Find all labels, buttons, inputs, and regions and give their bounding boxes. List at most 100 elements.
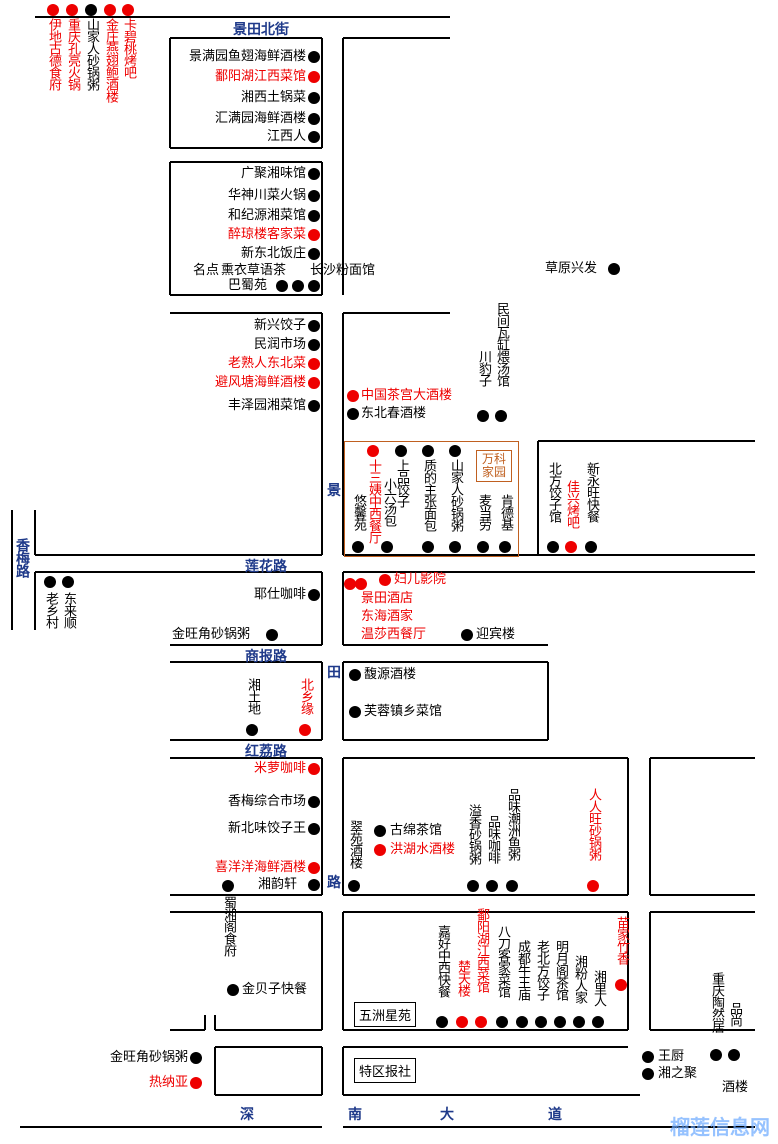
place-laoshuren[interactable]: 老熟人东北菜 [227, 356, 306, 371]
place-poyanghu-1[interactable]: 鄱阳湖江西菜馆 [214, 69, 306, 84]
place-youxinyuan[interactable]: 悠馨苑 [351, 494, 366, 530]
place-maidanglao[interactable]: 麦当劳 [476, 494, 491, 530]
street-lines [11, 16, 755, 1128]
place-xunyicao[interactable]: 熏衣草语茶 [221, 263, 287, 278]
place-minjian[interactable]: 民间瓦缸煨汤馆 [494, 302, 509, 386]
place-pinwei-chaozhou[interactable]: 品味潮洲鱼粥 [505, 788, 520, 860]
place-kabi[interactable]: 卡碧桃烤吧 [121, 18, 136, 78]
place-yingbinlou[interactable]: 迎宾楼 [476, 627, 516, 642]
place-laoxiangcun[interactable]: 老乡村 [43, 592, 58, 628]
place-jiangxiren[interactable]: 江西人 [266, 129, 306, 144]
place-shisanyi[interactable]: 十三姨中西餐厅 [366, 459, 381, 543]
place-yeshi[interactable]: 耶仕咖啡 [253, 587, 306, 602]
vanke-complex-outline [344, 441, 519, 557]
place-poyanghu-2[interactable]: 鄱阳湖江西菜馆 [474, 908, 489, 992]
place-chuanbaozi[interactable]: 川豹子 [476, 350, 491, 386]
place-xinxing[interactable]: 新兴饺子 [253, 318, 306, 333]
place-bifengtang[interactable]: 避风塘海鲜酒楼 [214, 375, 306, 390]
place-xiangfen[interactable]: 湘粉人家 [572, 955, 587, 1003]
place-changsha[interactable]: 长沙粉面馆 [310, 263, 376, 278]
place-jingtian-hotel[interactable]: 景田酒店 [361, 591, 414, 606]
place-xiyangyang[interactable]: 喜洋洋海鲜酒楼 [214, 860, 306, 875]
watermark: 榴莲信息网 [670, 1115, 770, 1139]
place-bashuyuan[interactable]: 巴蜀苑 [228, 278, 268, 293]
place-huimanyuan[interactable]: 汇满园海鲜酒楼 [214, 111, 306, 126]
place-jinbeizi[interactable]: 金贝子快餐 [242, 982, 308, 997]
place-huashen[interactable]: 华神川菜火锅 [227, 188, 306, 203]
place-jinzhuang[interactable]: 金庄燕翅鲍酒楼 [103, 18, 118, 102]
place-beifang-jiaozi[interactable]: 北方饺子馆 [546, 462, 561, 522]
place-shanjiaren-2[interactable]: 山家人砂锅粥 [448, 459, 463, 531]
place-renrenwang[interactable]: 人人旺砂锅粥 [586, 788, 601, 860]
place-jiulou[interactable]: 酒楼 [722, 1080, 749, 1095]
place-guangju[interactable]: 广聚湘味馆 [240, 166, 306, 181]
place-donghai[interactable]: 东海酒家 [361, 609, 414, 624]
place-tequbaoshe[interactable]: 特区报社 [354, 1058, 417, 1083]
street-shennan-4: 道 [548, 1107, 562, 1123]
place-mingdian[interactable]: 名点 [193, 263, 220, 278]
place-xiangliren[interactable]: 湘里人 [591, 970, 606, 1006]
place-zhongguo-chagong[interactable]: 中国茶宫大酒楼 [361, 388, 453, 403]
place-gumian[interactable]: 古绵茶馆 [390, 823, 443, 838]
street-jingtian-1: 景 [327, 483, 341, 499]
place-hejiyuan[interactable]: 和纪源湘菜馆 [227, 208, 306, 223]
place-chengdu[interactable]: 成都牛王庙 [515, 940, 530, 1000]
place-xiaoliu[interactable]: 小六汤包 [381, 478, 396, 526]
place-shangpin[interactable]: 上品饺子 [394, 459, 409, 507]
place-xiangyunxuan[interactable]: 湘韵轩 [258, 877, 298, 892]
street-jingtian-north: 景田北街 [233, 22, 289, 38]
place-wangchu[interactable]: 王厨 [658, 1049, 685, 1064]
place-jinwangjiao-1[interactable]: 金旺角砂锅粥 [172, 627, 251, 642]
place-caoyuan[interactable]: 草原兴发 [545, 261, 598, 276]
place-zhide[interactable]: 质的主张面包 [421, 459, 436, 531]
place-pinshang[interactable]: 品尚 [727, 1002, 742, 1026]
place-xinbeiwei[interactable]: 新北味饺子王 [227, 821, 306, 836]
street-xiangmei: 香梅路 [14, 538, 30, 577]
place-minrun[interactable]: 民润市场 [253, 337, 306, 352]
place-renaya[interactable]: 热纳亚 [148, 1075, 188, 1090]
place-fuer[interactable]: 妇儿影院 [394, 572, 447, 587]
place-chutian[interactable]: 楚天楼 [455, 960, 470, 996]
map-markers [44, 4, 740, 1089]
place-xiangxitu[interactable]: 湘西土锅菜 [240, 90, 306, 105]
place-beixiangyuan[interactable]: 北乡缘 [298, 678, 313, 714]
street-honglizhi: 红荔路 [245, 744, 287, 760]
street-shangbao: 商报路 [245, 649, 287, 665]
place-xiangzhiju[interactable]: 湘之聚 [658, 1066, 698, 1081]
place-xindongbei[interactable]: 新东北饭庄 [240, 246, 306, 261]
place-chongqing-taoran[interactable]: 重庆陶然居 [709, 972, 724, 1032]
place-shuxiangge[interactable]: 蜀湘阁食府 [221, 896, 236, 956]
place-jiahao[interactable]: 嘉好中西快餐 [435, 925, 450, 997]
place-vanke[interactable]: 万科家园 [476, 450, 512, 482]
place-yide[interactable]: 伊地古德食府 [46, 18, 61, 90]
place-jingmanyuan[interactable]: 景满园鱼翅海鲜酒楼 [188, 49, 306, 64]
place-wuzhou[interactable]: 五洲星苑 [354, 1002, 417, 1027]
place-xiangmei-market[interactable]: 香梅综合市场 [227, 794, 306, 809]
place-zuiqionglou[interactable]: 醉琼楼客家菜 [227, 227, 306, 242]
place-fengzeyuan[interactable]: 丰泽园湘菜馆 [227, 398, 306, 413]
place-kendeji[interactable]: 肯德基 [498, 494, 513, 530]
place-honghushui[interactable]: 洪湖水酒楼 [390, 842, 456, 857]
place-chongqing-kongliang[interactable]: 重庆孔亮火锅 [65, 18, 80, 90]
place-yixiang[interactable]: 溢香砂锅粥 [466, 804, 481, 864]
place-jinwangjiao-2[interactable]: 金旺角砂锅粥 [109, 1050, 188, 1065]
place-xiangtudi[interactable]: 湘土地 [245, 678, 260, 714]
place-laobeifang[interactable]: 老北方饺子 [534, 940, 549, 1000]
place-dongbeichun[interactable]: 东北春酒楼 [361, 406, 427, 421]
place-miluo[interactable]: 米萝咖啡 [253, 761, 306, 776]
street-jingtian-2: 田 [327, 665, 341, 681]
place-donglaishun[interactable]: 东来顺 [61, 592, 76, 628]
place-xinyongwang[interactable]: 新永旺快餐 [584, 462, 599, 522]
place-pinwei-cafe[interactable]: 品味咖啡 [485, 815, 500, 863]
place-wensha[interactable]: 温莎西餐厅 [361, 627, 427, 642]
place-cuiyuan[interactable]: 翠苑酒楼 [347, 820, 362, 868]
place-miaojia[interactable]: 苗家竹香 [614, 916, 629, 964]
place-jiaxing[interactable]: 佳兴烤吧 [564, 480, 579, 528]
place-mingyuege[interactable]: 明月阁茶馆 [553, 940, 568, 1000]
place-shanjiaren-1[interactable]: 山家人砂锅粥 [84, 18, 99, 90]
street-shennan-3: 大 [440, 1107, 454, 1123]
place-badao[interactable]: 八刀客家菜馆 [495, 925, 510, 997]
place-fuyuan[interactable]: 馥源酒楼 [364, 667, 417, 682]
place-furongzhen[interactable]: 芙蓉镇乡菜馆 [364, 704, 443, 719]
